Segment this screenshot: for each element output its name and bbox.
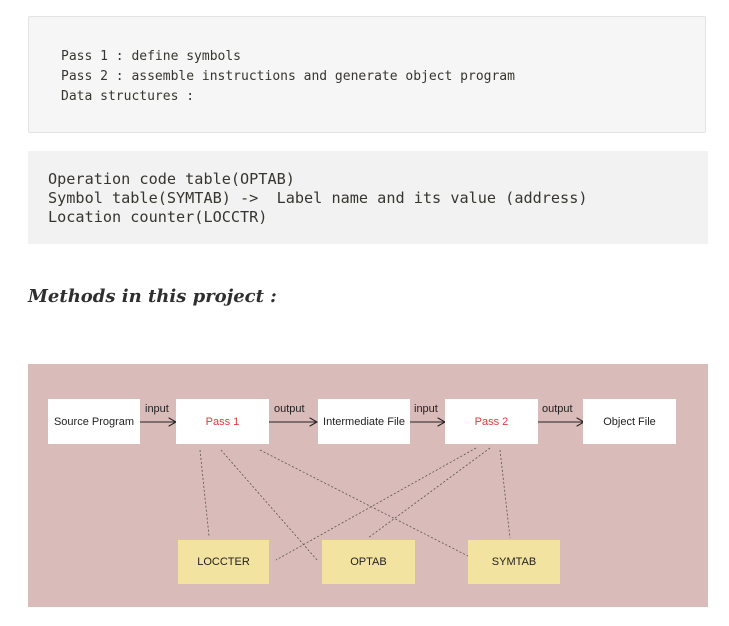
code-block-data-structures: Operation code table(OPTAB) Symbol table… — [28, 151, 708, 244]
edge-label-input: input — [414, 403, 438, 415]
diagram-connectors — [140, 364, 708, 561]
code-line: Symbol table(SYMTAB) -> Label name and i… — [48, 189, 588, 207]
code-line: Operation code table(OPTAB) — [48, 170, 295, 188]
source-program-node: Source Program — [48, 399, 140, 444]
symtab-node: SYMTAB — [468, 540, 560, 584]
dashed-pass1-loccter — [199, 449, 210, 537]
dashed-pass1-symtab — [259, 449, 469, 557]
code-line: Location counter(LOCCTR) — [48, 208, 268, 226]
edge-label-output: output — [542, 403, 573, 415]
edge-label-output: output — [274, 403, 305, 415]
dashed-pass2-optab — [367, 447, 491, 539]
dashed-pass1-optab — [220, 449, 318, 561]
section-heading: Methods in this project : — [28, 286, 277, 307]
edge-label-input: input — [145, 403, 169, 415]
code-line: Data structures : — [61, 89, 195, 104]
loccter-node: LOCCTER — [178, 540, 269, 584]
optab-node: OPTAB — [322, 540, 415, 584]
pass2-node: Pass 2 — [445, 399, 538, 444]
assembler-diagram: Source Program Pass 1 Intermediate File … — [28, 364, 708, 607]
dashed-pass2-symtab — [499, 449, 511, 539]
object-file-node: Object File — [583, 399, 676, 444]
code-line: Pass 2 : assemble instructions and gener… — [61, 69, 515, 84]
code-line: Pass 1 : define symbols — [61, 49, 242, 64]
pass1-node: Pass 1 — [176, 399, 269, 444]
intermediate-file-node: Intermediate File — [318, 399, 410, 444]
code-block-passes: Pass 1 : define symbols Pass 2 : assembl… — [28, 16, 706, 133]
